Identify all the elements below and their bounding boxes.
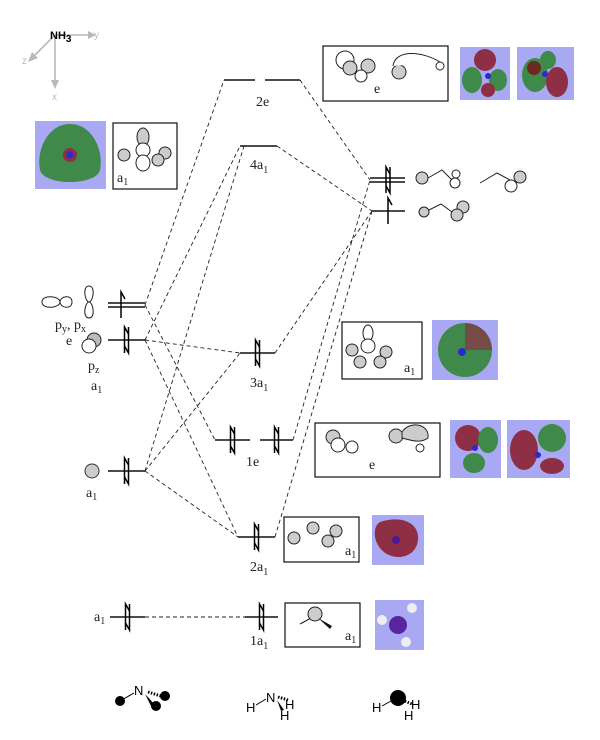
z-axis-label: z	[22, 56, 27, 67]
2s-symmetry: a1	[86, 486, 97, 503]
h3-orbital-sketches	[415, 169, 527, 222]
lewis-nh3: H N H H	[246, 690, 294, 723]
spin-up-arrow-icon	[273, 424, 280, 453]
spin-down-arrow-icon	[273, 427, 280, 456]
spin-up-arrow-icon	[120, 289, 126, 318]
orbital-render-1e-a	[450, 420, 501, 478]
box-3a1: a1	[341, 321, 423, 380]
ball-stick-nh3: N	[115, 683, 170, 711]
n-atom-label: N	[266, 690, 275, 705]
orbital-render-2e-b	[517, 47, 574, 100]
h-orbital-icon	[418, 206, 430, 218]
box-1a1: a1	[284, 602, 361, 648]
spin-up-arrow-icon	[385, 164, 391, 193]
spin-down-arrow-icon	[258, 604, 265, 633]
spin-down-arrow-icon	[124, 604, 131, 633]
h-atom-label: H	[280, 708, 289, 723]
spin-down-arrow-icon	[123, 458, 130, 487]
z-arrowhead-icon	[28, 52, 38, 62]
box-label: a1	[345, 544, 356, 561]
box-label: a1	[404, 361, 415, 378]
s-orbital-icon	[84, 463, 100, 479]
lone-pair-lobe-icon	[390, 690, 406, 706]
orbital-render-left-a1	[35, 121, 106, 189]
spin-up-arrow-icon	[253, 521, 260, 550]
box-2e: e	[322, 45, 449, 102]
box-1e: e	[314, 422, 441, 478]
label-2e: 2e	[256, 95, 269, 110]
orbital-render-1a1	[375, 600, 424, 650]
box-left-a1: a1	[112, 122, 178, 190]
z-axis-arrow	[34, 34, 56, 56]
spin-down-arrow-icon	[385, 167, 391, 196]
orbital-boxes: e a1 a1 e	[112, 45, 449, 648]
spin-up-arrow-icon	[123, 324, 130, 353]
spin-up-arrow-icon	[387, 195, 393, 224]
spin-up-arrow-icon	[229, 424, 236, 453]
label-2a1: 2a1	[250, 560, 268, 578]
label-1a1: 1a1	[250, 634, 268, 652]
h-atom-label: H	[246, 700, 255, 715]
h-atom-label: H	[411, 697, 420, 712]
spin-down-arrow-icon	[254, 340, 261, 369]
p-orbital-vertical-icon	[84, 285, 94, 319]
y-axis-label: y	[94, 30, 99, 41]
energy-levels	[108, 79, 405, 633]
spin-up-arrow-icon	[124, 601, 131, 630]
p-orbital-horizontal-icon	[41, 296, 73, 308]
spin-down-arrow-icon	[229, 427, 236, 456]
spin-up-arrow-icon	[258, 601, 265, 630]
pz-label: pz	[88, 359, 100, 376]
x-arrowhead-icon	[51, 80, 59, 89]
spin-up-arrow-icon	[254, 337, 261, 366]
h-orbital-icon	[415, 171, 429, 185]
label-3a1: 3a1	[250, 376, 268, 394]
box-label: a1	[345, 629, 356, 646]
lone-pair-nh3: H H H	[372, 690, 420, 723]
orbital-renderings	[35, 47, 574, 650]
box-label: e	[369, 458, 375, 473]
mo-labels: 2e 4a1 3a1 1e 2a1 1a1	[246, 95, 269, 652]
box-2a1: a1	[283, 516, 360, 563]
correlation-lines	[144, 79, 373, 618]
label-1e: 1e	[246, 455, 259, 470]
axis-indicator: NH3 y z x	[22, 30, 99, 103]
bottom-structures: N H N H H H H H	[115, 683, 420, 723]
x-axis-label: x	[52, 92, 57, 103]
h-atom-label: H	[285, 697, 294, 712]
orbital-render-2a1	[372, 515, 424, 565]
spin-down-arrow-icon	[123, 327, 130, 356]
pz-symmetry: a1	[91, 379, 102, 396]
orbital-render-3a1	[432, 320, 498, 380]
label-4a1: 4a1	[250, 158, 268, 176]
p-xy-label: py, px	[55, 318, 86, 335]
molecule-title: NH3	[50, 30, 72, 45]
pz-lobe-icon	[81, 338, 97, 354]
y-arrowhead-icon	[88, 31, 96, 39]
spin-up-arrow-icon	[123, 455, 130, 484]
orbital-render-1e-b	[507, 420, 570, 478]
n-atom-label: N	[134, 683, 143, 698]
n-orbitals: py, px e pz a1 a1 a1	[41, 285, 105, 627]
spin-down-arrow-icon	[253, 524, 260, 553]
p-xy-symmetry: e	[66, 334, 72, 349]
box-label: e	[374, 82, 380, 97]
orbital-render-2e-a	[460, 47, 510, 100]
h-atom-label: H	[372, 700, 381, 715]
h-atom-label: H	[404, 708, 413, 723]
box-label: a1	[117, 171, 128, 188]
1s-symmetry: a1	[94, 610, 105, 627]
